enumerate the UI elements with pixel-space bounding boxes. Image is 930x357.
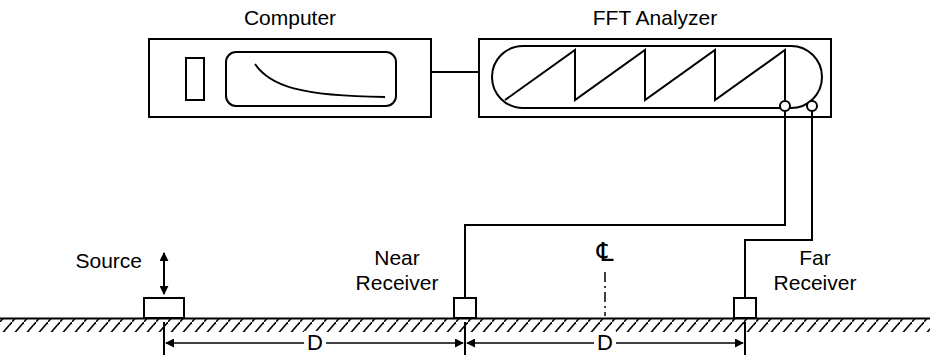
monitor-screen	[226, 52, 396, 106]
input-jack	[807, 101, 817, 111]
node-heading: FFT Analyzer	[593, 5, 717, 30]
analyzer-screen	[492, 46, 822, 108]
node-heading: Near Receiver	[347, 245, 447, 295]
receiver-block: Far Receiver	[733, 297, 757, 319]
node-heading: Far Receiver	[765, 245, 865, 295]
source-block: Source	[143, 297, 185, 319]
disk-slot	[186, 58, 204, 100]
dimension-tick	[163, 322, 165, 355]
screen-curve	[255, 64, 385, 97]
signal-wire	[745, 118, 812, 297]
vibration-arrow	[163, 253, 165, 294]
sawtooth-signal	[505, 50, 785, 100]
computer-box: Computer	[148, 38, 432, 118]
receiver-block: Near Receiver	[453, 297, 477, 319]
dimension-tick	[464, 322, 466, 355]
centerline-symbol: ℄	[594, 238, 617, 267]
analyzer-box: FFT Analyzer	[478, 38, 832, 118]
signal-wire	[465, 118, 785, 297]
input-jack	[780, 101, 790, 111]
node-heading: Source	[75, 248, 142, 273]
data-cable	[432, 71, 478, 73]
dimension-tick	[744, 322, 746, 355]
dimension-label: D	[304, 331, 326, 355]
node-heading: Computer	[244, 5, 336, 30]
center-line	[604, 272, 606, 316]
dimension-label: D	[594, 331, 616, 355]
